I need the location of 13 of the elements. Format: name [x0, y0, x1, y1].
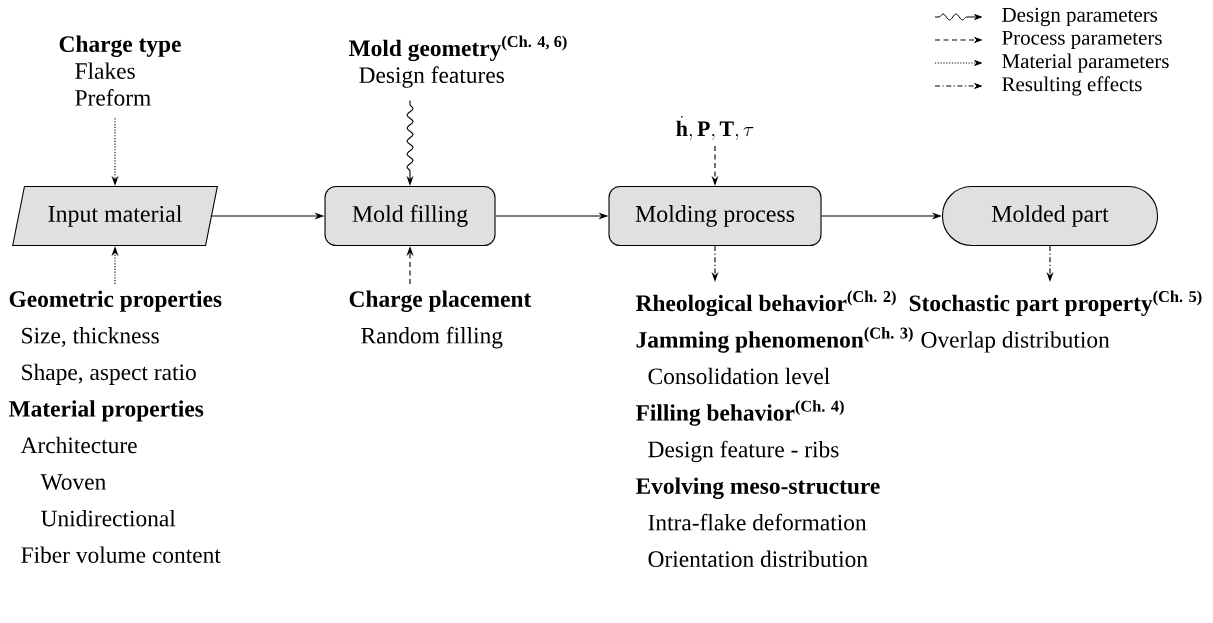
property-list: Charge type Flakes Preform	[59, 35, 181, 106]
parameter-formula: $\dot{\mathbf{h}}, \mathbf{P}, \mathbf{T}, \tau$	[676, 116, 754, 140]
legend-label: Resulting effects	[1002, 76, 1142, 96]
process-box: Mold filling	[324, 185, 496, 247]
legend-label: Design parameters	[1002, 7, 1158, 27]
property-list: Geometric properties Size, thickness Shape, aspect ratio Material properties Architecture Woven Unidirectional Fiber volume content	[8, 290, 222, 563]
process-box: Input material	[12, 185, 218, 247]
legend-label: Material parameters	[1002, 53, 1169, 73]
property-list: Mold geometry$^{(Ch. 4, 6)}$ Design features	[348, 35, 567, 88]
process-box: Molded part	[941, 185, 1159, 247]
process-box: Molding process	[608, 185, 822, 247]
legend-label: Process parameters	[1002, 30, 1162, 50]
property-list: Charge placement Random filling	[349, 290, 532, 349]
